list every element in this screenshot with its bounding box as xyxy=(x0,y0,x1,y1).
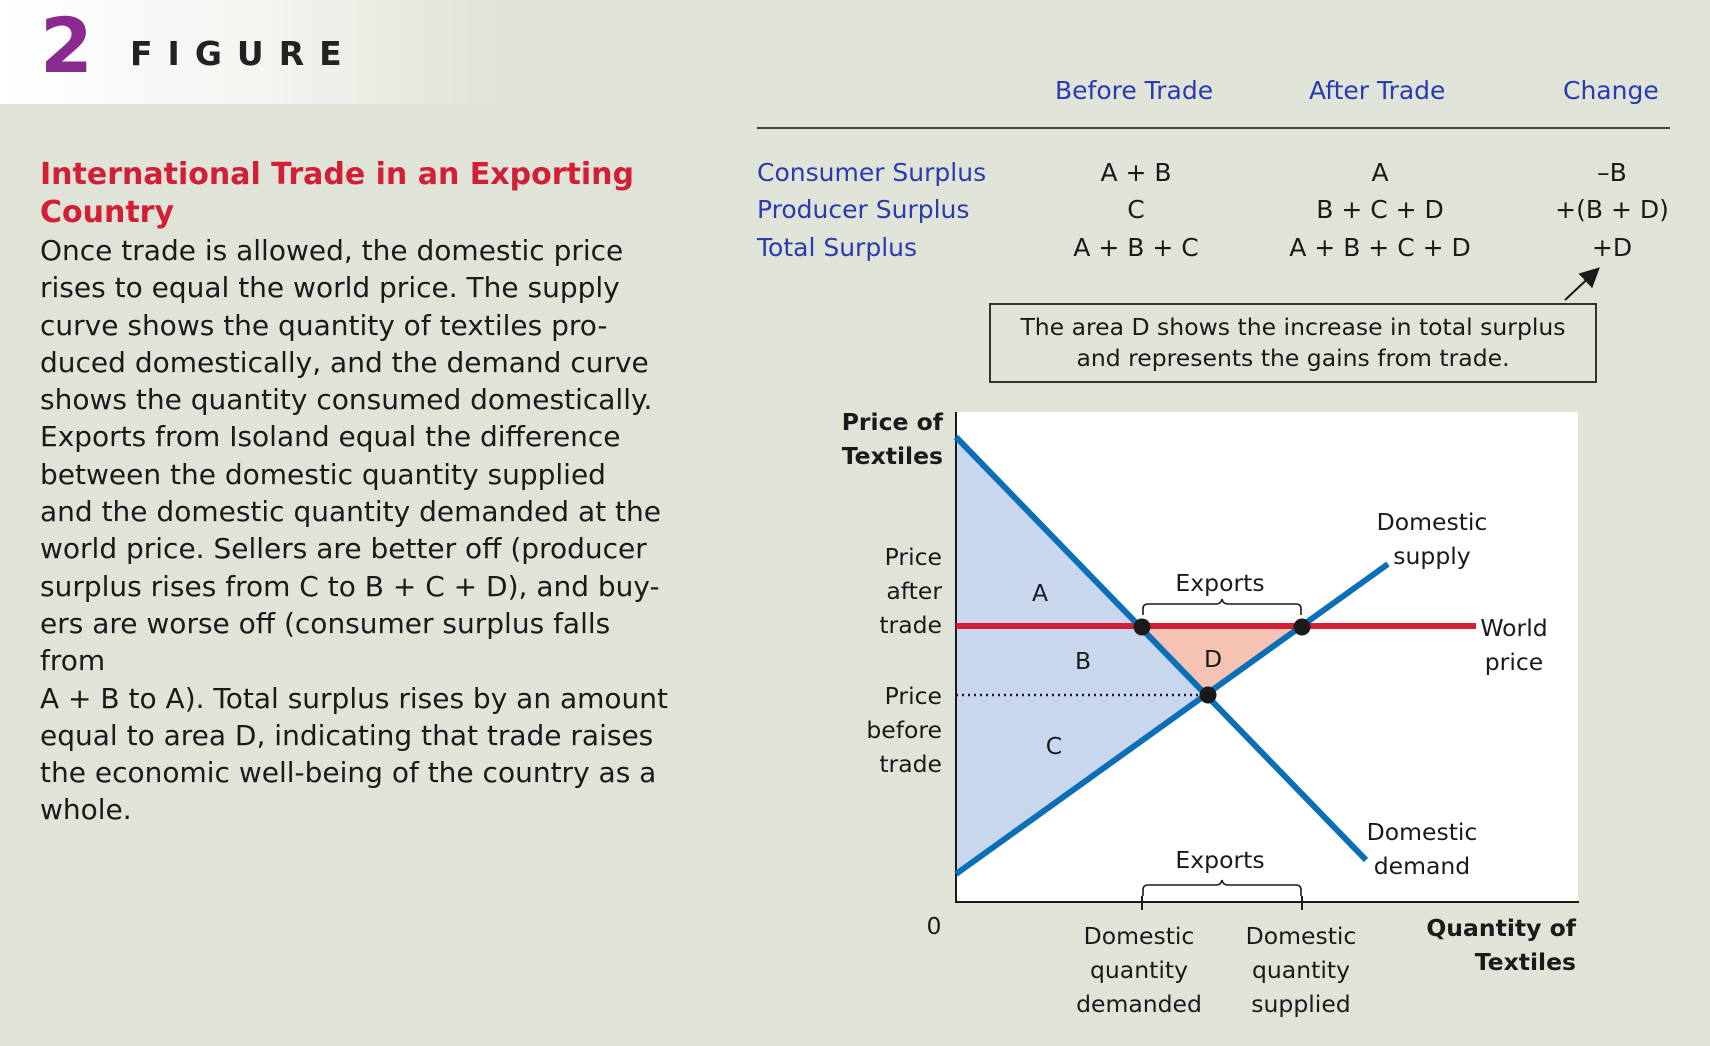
caption-title: International Trade in an Exporting Coun… xyxy=(40,156,680,232)
origin-label: 0 xyxy=(927,912,942,940)
price-after-trade-line-3: trade xyxy=(879,611,942,639)
cell-consumer-after: A xyxy=(1371,158,1389,187)
demand-label-line-2: demand xyxy=(1374,852,1470,880)
row-label-total-surplus: Total Surplus xyxy=(757,233,918,262)
x-axis-title-line-1: Quantity of xyxy=(1426,914,1576,942)
header-after-trade: After Trade xyxy=(1309,76,1446,105)
price-after-trade-line-1: Price xyxy=(885,543,942,571)
qd-label-line-1: Domestic xyxy=(1084,922,1195,950)
figure-label: FIGURE xyxy=(130,34,357,73)
exports-brace-top xyxy=(1142,598,1302,615)
note-line-1: The area D shows the increase in total s… xyxy=(1020,313,1566,341)
area-d-fill xyxy=(1142,627,1302,695)
point-equilibrium xyxy=(1199,686,1217,704)
point-quantity-demanded xyxy=(1133,618,1151,636)
table-rule xyxy=(757,127,1670,129)
cell-total-change: +D xyxy=(1591,233,1633,262)
row-label-consumer-surplus: Consumer Surplus xyxy=(757,158,987,187)
row-label-producer-surplus: Producer Surplus xyxy=(757,195,970,224)
exports-label-top: Exports xyxy=(1175,569,1264,597)
price-before-trade-line-3: trade xyxy=(879,750,942,778)
demand-curve xyxy=(953,434,1369,863)
caption-line: duced domestically, and the demand curve xyxy=(40,345,649,379)
cell-producer-change: +(B + D) xyxy=(1555,195,1669,224)
qd-label-line-2: quantity xyxy=(1090,956,1188,984)
caption-line: between the domestic quantity supplied xyxy=(40,457,606,491)
caption-title-line-2: Country xyxy=(40,195,175,230)
caption-line: Once trade is allowed, the domestic pric… xyxy=(40,234,624,267)
note-line-2: and represents the gains from trade. xyxy=(1076,344,1510,372)
cell-total-after: A + B + C + D xyxy=(1289,233,1471,262)
cell-producer-before: C xyxy=(1127,195,1145,224)
caption-line: world price. Sellers are better off (pro… xyxy=(40,532,647,566)
cell-total-before: A + B + C xyxy=(1073,233,1199,262)
area-a-label: A xyxy=(1032,579,1048,607)
figure-number: 2 xyxy=(40,1,93,90)
point-quantity-supplied xyxy=(1293,618,1311,636)
caption: International Trade in an Exporting Coun… xyxy=(40,156,680,829)
header-change: Change xyxy=(1563,76,1659,105)
caption-line: rises to equal the world price. The supp… xyxy=(40,271,620,305)
qs-label-line-2: quantity xyxy=(1252,956,1350,984)
supply-label-line-2: supply xyxy=(1393,542,1471,570)
caption-line: surplus rises from C to B + C + D), and … xyxy=(40,569,660,603)
world-price-label-line-1: World xyxy=(1480,614,1547,642)
demand-label-line-1: Domestic xyxy=(1367,818,1478,846)
y-axis-title-line-2: Textiles xyxy=(842,442,943,470)
x-axis-title-line-2: Textiles xyxy=(1475,948,1576,976)
cell-consumer-change: –B xyxy=(1597,158,1627,187)
supply-label-line-1: Domestic xyxy=(1377,508,1488,536)
price-before-trade-line-2: before xyxy=(866,716,942,744)
qs-label-line-1: Domestic xyxy=(1246,922,1357,950)
gains-from-trade-note: The area D shows the increase in total s… xyxy=(989,303,1597,383)
price-before-trade-line-1: Price xyxy=(885,682,942,710)
caption-line: whole. xyxy=(40,793,132,827)
caption-title-line-1: International Trade in an Exporting xyxy=(40,157,634,192)
note-arrow xyxy=(1564,267,1600,301)
figure-header-band xyxy=(0,0,500,104)
surplus-area-abc xyxy=(956,437,1208,874)
area-b-label: B xyxy=(1075,647,1091,675)
price-after-trade-line-2: after xyxy=(886,577,942,605)
world-price-label-line-2: price xyxy=(1485,648,1544,676)
header-before-trade: Before Trade xyxy=(1055,76,1214,105)
caption-line: ers are worse off (consumer surplus fall… xyxy=(40,606,611,678)
exports-label-bottom: Exports xyxy=(1175,846,1264,874)
area-d-label: D xyxy=(1204,645,1222,673)
exports-brace-bottom xyxy=(1142,879,1302,896)
caption-body: Once trade is allowed, the domestic pric… xyxy=(40,232,680,829)
caption-line: the economic well-being of the country a… xyxy=(40,756,657,790)
y-axis-title-line-1: Price of xyxy=(842,408,944,436)
qs-label-line-3: supplied xyxy=(1251,990,1350,1018)
cell-producer-after: B + C + D xyxy=(1316,195,1444,224)
caption-line: and the domestic quantity demanded at th… xyxy=(40,495,661,529)
qd-label-line-3: demanded xyxy=(1076,990,1202,1018)
caption-line: equal to area D, indicating that trade r… xyxy=(40,718,654,752)
caption-line: curve shows the quantity of textiles pro… xyxy=(40,308,608,342)
caption-line: shows the quantity consumed domestically… xyxy=(40,383,653,417)
supply-curve xyxy=(954,561,1390,877)
caption-line: Exports from Isoland equal the differenc… xyxy=(40,420,621,454)
area-c-label: C xyxy=(1046,732,1062,760)
cell-consumer-before: A + B xyxy=(1100,158,1172,187)
caption-line: A + B to A). Total surplus rises by an a… xyxy=(40,681,669,715)
